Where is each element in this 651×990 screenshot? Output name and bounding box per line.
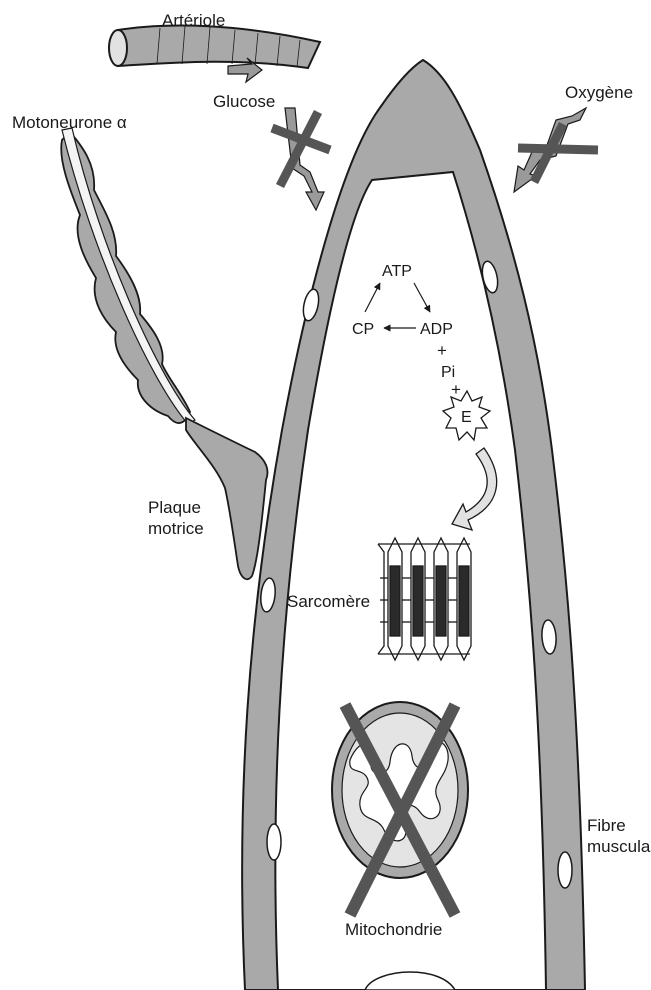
label-plus-2: +: [451, 380, 461, 399]
label-atp: ATP: [382, 263, 412, 280]
glucose-blocked: [272, 108, 330, 210]
label-sarcomere: Sarcomère: [287, 592, 370, 611]
label-arteriole: Artériole: [162, 11, 225, 30]
nucleus: [558, 852, 572, 888]
label-energy: E: [461, 409, 472, 426]
label-oxygene: Oxygène: [565, 83, 633, 102]
label-musculaire: musculaire: [587, 837, 651, 856]
label-fibre: Fibre: [587, 816, 626, 835]
label-mitochondrie: Mitochondrie: [345, 920, 442, 939]
label-adp: ADP: [420, 321, 453, 338]
nucleus: [267, 824, 281, 860]
label-cp: CP: [352, 321, 374, 338]
label-plus-1: +: [437, 341, 447, 360]
label-motrice: motrice: [148, 519, 204, 538]
label-motoneurone: Motoneurone α: [12, 113, 127, 132]
arteriole: [109, 26, 320, 82]
label-pi: Pi: [441, 364, 455, 381]
label-glucose: Glucose: [213, 92, 275, 111]
label-plaque: Plaque: [148, 498, 201, 517]
oxygen-blocked: [514, 108, 598, 192]
